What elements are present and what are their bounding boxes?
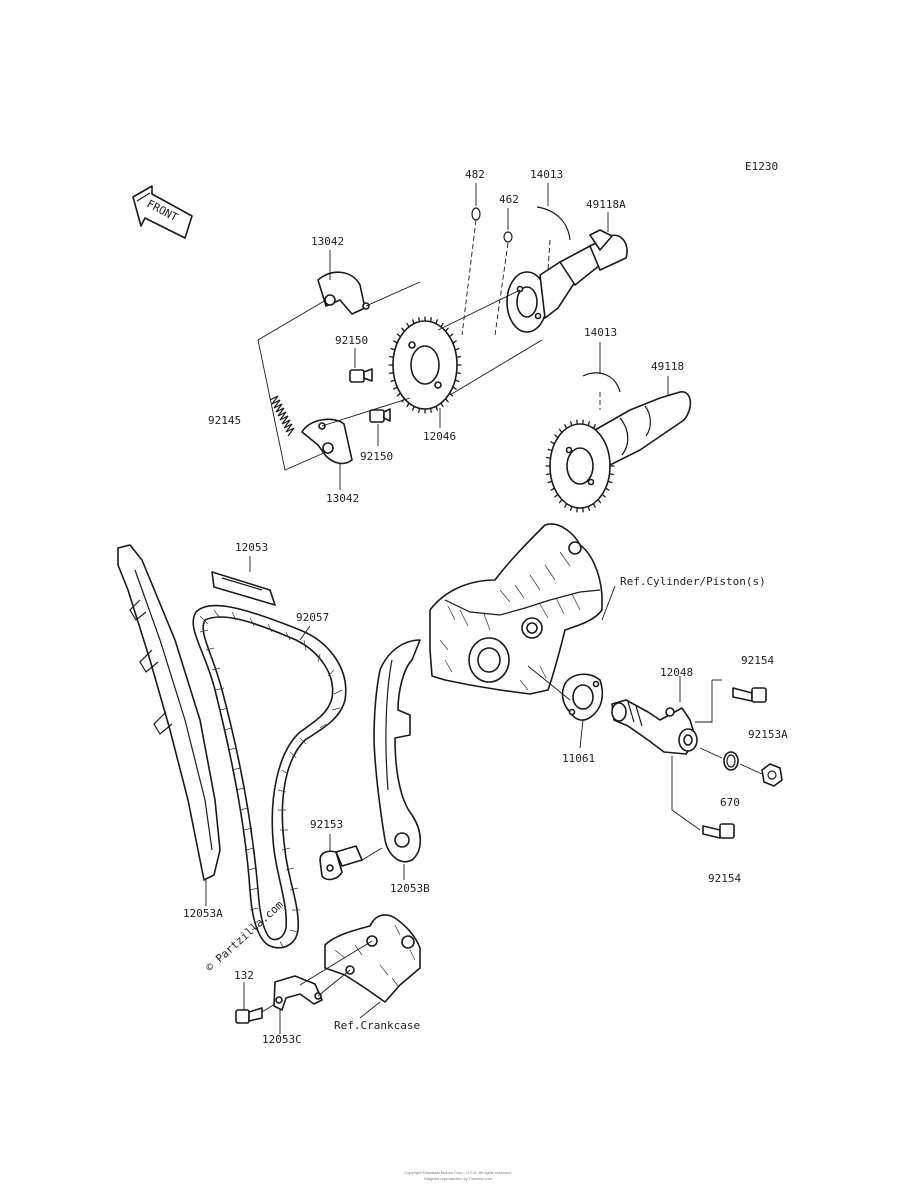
label-12053: 12053: [235, 541, 268, 554]
diagram-code: E1230: [745, 160, 778, 173]
chain-guide-12053[interactable]: [211, 571, 276, 606]
label-92150-bottom: 92150: [360, 450, 393, 463]
chain-guide-12053b[interactable]: [373, 639, 422, 863]
gasket-11061[interactable]: [561, 673, 604, 721]
label-14013-mid: 14013: [584, 326, 617, 339]
label-92153: 92153: [310, 818, 343, 831]
lower-leaders: [261, 847, 383, 1013]
half-ring-14013-top[interactable]: [536, 206, 571, 241]
crankcase-reference: [324, 914, 421, 1003]
label-14013-top: 14013: [530, 168, 563, 181]
label-132: 132: [234, 969, 254, 982]
label-12053c: 12053C: [262, 1033, 302, 1046]
half-ring-14013-mid[interactable]: [582, 372, 621, 393]
circlip-482[interactable]: [471, 207, 481, 221]
label-92150-top: 92150: [335, 334, 368, 347]
label-670: 670: [720, 796, 740, 809]
bolt-92150-bottom[interactable]: [369, 408, 391, 423]
footer-line-1: Copyright Kawasaki Motors Corp., U.S.A. …: [404, 1170, 511, 1175]
label-92154-top: 92154: [741, 654, 774, 667]
label-92145: 92145: [208, 414, 241, 427]
camshaft-49118a[interactable]: [506, 229, 628, 333]
label-482: 482: [465, 168, 485, 181]
tensioner-leaders: [527, 585, 763, 831]
bolt-92150-top[interactable]: [349, 368, 373, 383]
decomp-weight-upper[interactable]: [317, 271, 370, 315]
label-462: 462: [499, 193, 519, 206]
label-92153a: 92153A: [748, 728, 788, 741]
bolt-92153[interactable]: [319, 845, 363, 881]
front-arrow-icon: FRONT: [132, 185, 193, 239]
bolt-132[interactable]: [235, 1007, 263, 1024]
callout-labels: 482 462 14013 49118A 13042 92150 92145 9…: [183, 168, 788, 1046]
label-13042-top: 13042: [311, 235, 344, 248]
chain-tensioner-12048[interactable]: [611, 699, 698, 755]
label-12046: 12046: [423, 430, 456, 443]
label-92057: 92057: [296, 611, 329, 624]
label-11061: 11061: [562, 752, 595, 765]
bolt-92154-bottom[interactable]: [702, 823, 735, 839]
cam-assembly-lines: [257, 219, 601, 471]
camshaft-49118[interactable]: [545, 391, 692, 513]
label-12048: 12048: [660, 666, 693, 679]
label-13042-bottom: 13042: [326, 492, 359, 505]
label-leader-lines: [205, 183, 669, 1034]
label-12053a: 12053A: [183, 907, 223, 920]
label-ref-cylinder: Ref.Cylinder/Piston(s): [620, 575, 766, 588]
label-ref-crankcase: Ref.Crankcase: [334, 1019, 420, 1032]
label-49118a: 49118A: [586, 198, 626, 211]
circlip-462[interactable]: [503, 231, 513, 243]
chain-guide-12053a[interactable]: [117, 544, 221, 881]
label-92154-bottom: 92154: [708, 872, 741, 885]
cylinder-reference: [429, 523, 603, 695]
decomp-weight-lower[interactable]: [301, 418, 353, 465]
label-12053b: 12053B: [390, 882, 430, 895]
decomp-spring[interactable]: [269, 395, 295, 437]
cam-chain-92057[interactable]: [192, 604, 347, 949]
cam-sprocket-12046[interactable]: [388, 316, 462, 414]
label-49118: 49118: [651, 360, 684, 373]
bolt-92154-top[interactable]: [732, 687, 767, 703]
footer-line-2: Diagram reproduction by Partzilla.com: [424, 1176, 492, 1181]
guide-bracket-12053c[interactable]: [273, 975, 323, 1011]
o-ring-670[interactable]: [723, 751, 739, 771]
cap-bolt-92153a[interactable]: [761, 763, 783, 787]
